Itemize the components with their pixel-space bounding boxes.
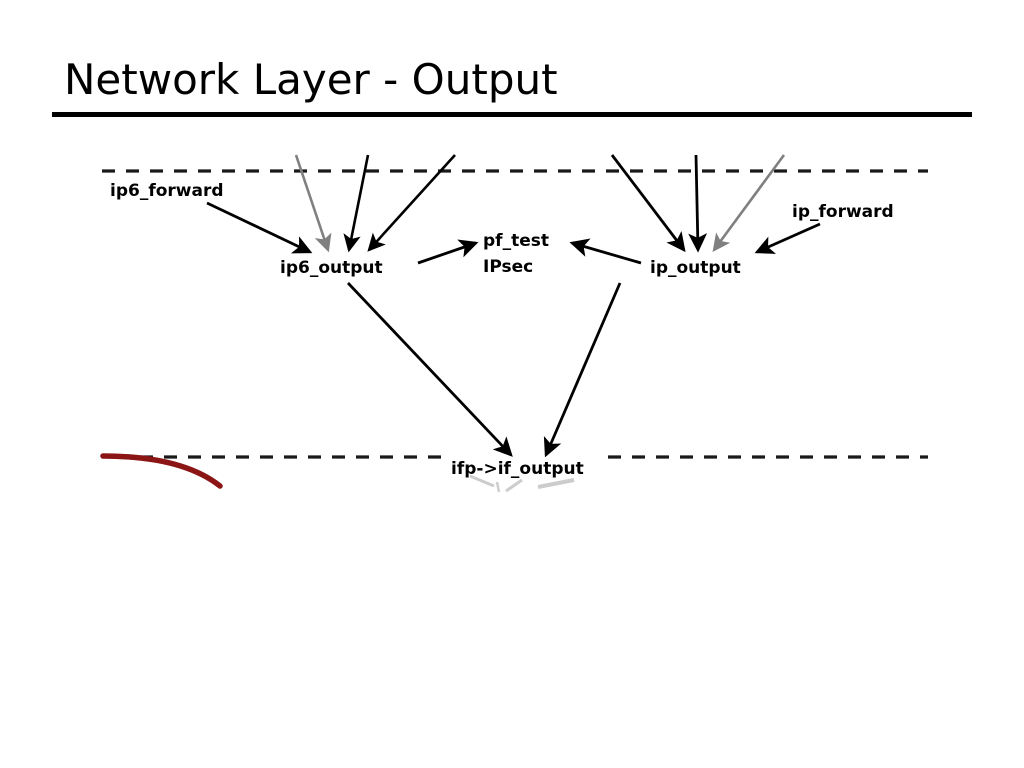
page-title: Network Layer - Output: [64, 55, 558, 104]
title-underline-rule: [52, 112, 972, 117]
node-label-ip6-forward: ip6_forward: [110, 181, 224, 201]
ghost-arrow-marks: [469, 474, 575, 493]
red-accent-curve: [100, 453, 223, 489]
edge-top-4-to-ip-output: [610, 154, 686, 253]
node-label-ip-output: ip_output: [650, 258, 741, 278]
edge-ip6-forward-to-ip6-output: [206, 201, 313, 254]
edge-top-1-to-ip6-output: [294, 154, 332, 253]
edge-top-5-to-ip-output: [688, 154, 708, 253]
edge-ip6-output-to-ifp-if-output: [346, 282, 513, 457]
edge-ip-forward-to-ip-output: [754, 222, 821, 254]
node-label-ip-forward: ip_forward: [792, 202, 894, 222]
node-label-ifp-if-output: ifp->if_output: [451, 459, 584, 479]
edge-ip-output-to-pf-test: [569, 238, 642, 265]
edge-ip-output-to-ifp-if-output: [543, 282, 622, 458]
edge-top-6-to-ip-output: [712, 154, 786, 252]
edge-top-3-to-ip6-output: [367, 154, 456, 252]
edge-ip6-output-to-pf-test: [417, 239, 479, 265]
node-label-pf-test: pf_test: [483, 231, 549, 251]
node-label-ipsec: IPsec: [483, 257, 534, 277]
edge-top-2-to-ip6-output: [343, 154, 370, 253]
node-label-ip6-output: ip6_output: [280, 258, 383, 278]
